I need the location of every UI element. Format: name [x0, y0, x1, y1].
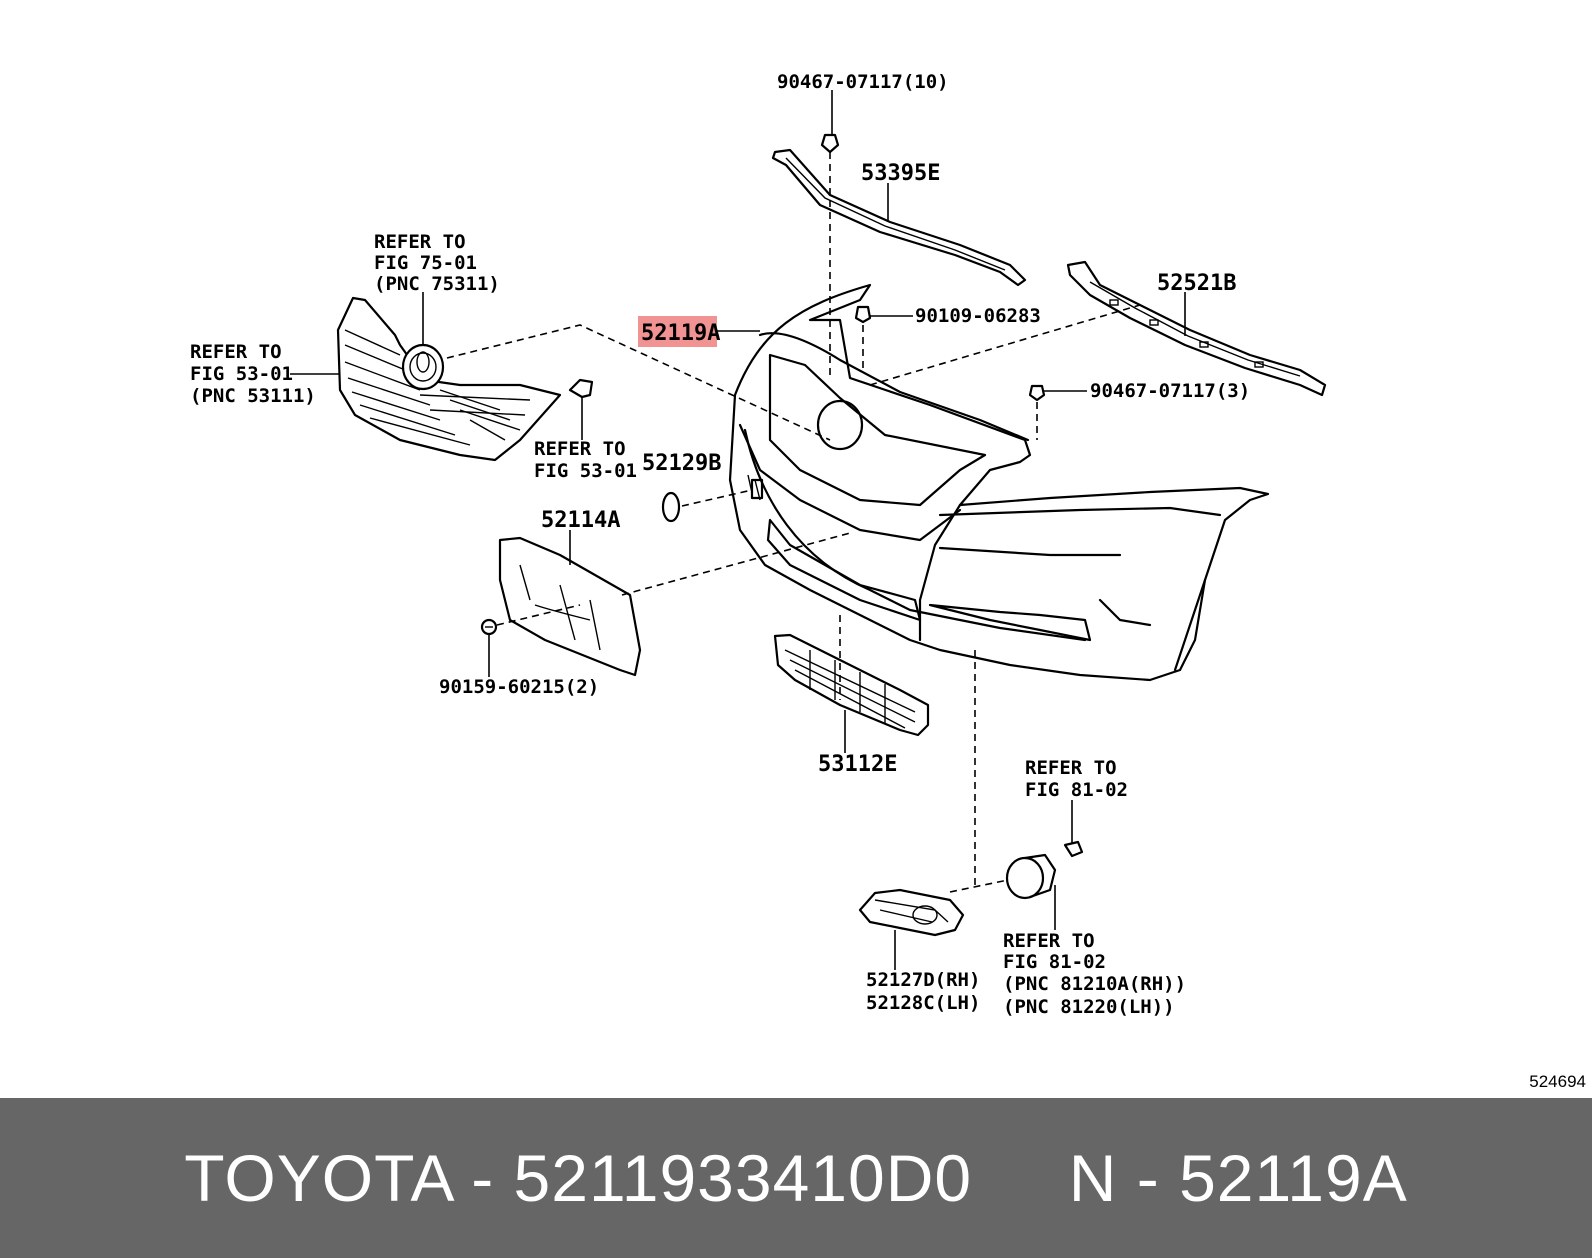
bolt-icon-90109	[854, 305, 872, 324]
label-refer-fog-1: REFER TO	[1003, 930, 1095, 952]
grille	[336, 296, 562, 462]
footer-title: TOYOTA - 5211933410D0 N - 52119A	[184, 1141, 1408, 1215]
label-52119A: 52119A	[641, 321, 720, 346]
label-90467-right: 90467-07117(3)	[1090, 380, 1250, 402]
label-refer-grille-3: (PNC 53111)	[190, 385, 316, 407]
footer-bar: TOYOTA - 5211933410D0 N - 52119A	[0, 1098, 1592, 1258]
label-refer-fog-2: FIG 81-02	[1003, 951, 1106, 973]
retainer-53395E	[771, 148, 1027, 287]
retainer-52521B	[1066, 260, 1327, 397]
lower-grille-53112E	[773, 633, 930, 737]
label-refer-clip-1: REFER TO	[534, 438, 626, 460]
label-52114A: 52114A	[541, 508, 620, 533]
fog-lamp-icon	[1005, 853, 1057, 900]
label-refer-fog-3: (PNC 81210A(RH))	[1003, 973, 1186, 995]
label-90467-top: 90467-07117(10)	[777, 71, 949, 93]
emblem-icon	[401, 343, 445, 391]
label-refer-emblem-2: FIG 75-01	[374, 252, 477, 274]
label-refer-emblem-3: (PNC 75311)	[374, 273, 500, 295]
bolt-icon-right	[1028, 384, 1046, 402]
bumper-cover-52119A	[728, 283, 1270, 682]
license-bracket-52114A	[498, 536, 642, 677]
label-refer-clip-2: FIG 53-01	[534, 460, 637, 482]
assembly-lines	[446, 152, 1141, 893]
label-90109: 90109-06283	[915, 305, 1041, 327]
label-refer-emblem-1: REFER TO	[374, 231, 466, 253]
bolt-icon-top	[820, 133, 840, 154]
label-refer-bulb-1: REFER TO	[1025, 757, 1117, 779]
label-90159: 90159-60215(2)	[439, 676, 599, 698]
part-labels: 90467-07117(10) 53395E 52521B 90109-0628…	[190, 71, 1250, 1018]
fog-cover-52127D	[858, 888, 965, 937]
label-refer-grille-1: REFER TO	[190, 341, 282, 363]
image-id-label: 524694	[1529, 1072, 1586, 1091]
clip-icon	[568, 378, 594, 440]
leader-lines	[290, 90, 1186, 970]
highlight-box	[638, 316, 717, 347]
label-52129B: 52129B	[642, 451, 721, 476]
diagram-svg: 90467-07117(10) 53395E 52521B 90109-0628…	[190, 71, 1327, 1018]
label-53395E: 53395E	[861, 161, 940, 186]
bolt-icon-bulb	[1063, 840, 1084, 858]
label-53112E: 53112E	[818, 752, 897, 777]
parts-diagram: 90467-07117(10) 53395E 52521B 90109-0628…	[190, 71, 1327, 1018]
hole-plug-52129B	[661, 491, 681, 523]
label-refer-grille-2: FIG 53-01	[190, 363, 293, 385]
bolt-icon	[480, 618, 498, 636]
label-refer-bulb-2: FIG 81-02	[1025, 779, 1128, 801]
label-52521B: 52521B	[1157, 271, 1236, 296]
label-52127D: 52127D(RH)	[866, 969, 980, 991]
label-refer-fog-4: (PNC 81220(LH))	[1003, 996, 1175, 1018]
label-52128C: 52128C(LH)	[866, 992, 980, 1014]
